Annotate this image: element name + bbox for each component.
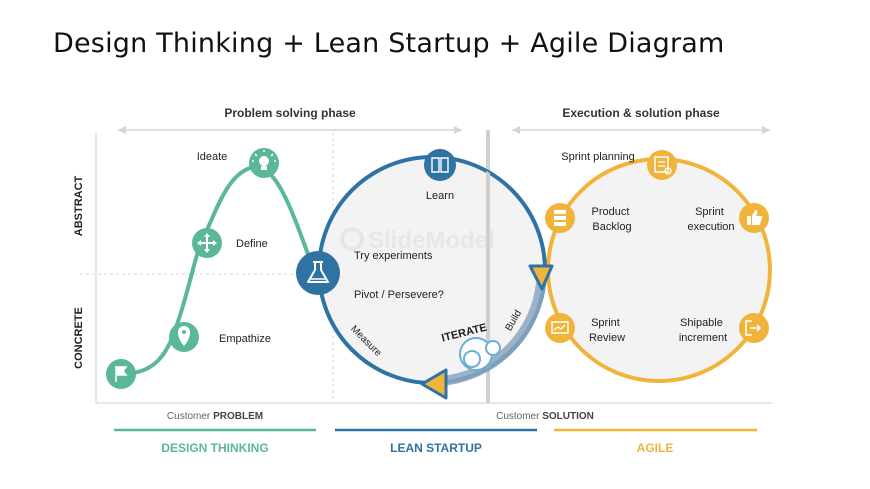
slidemodel-watermark: SlideModel (340, 227, 495, 254)
sprint-review-icon (545, 313, 575, 343)
product-backlog-icon (545, 203, 575, 233)
problem-phase-label: Problem solving phase (224, 106, 356, 120)
define-label: Define (236, 238, 268, 250)
sprint-planning-label: Sprint planning (561, 151, 634, 163)
define-compass-icon (192, 228, 222, 258)
agile-cycle-circle (546, 157, 772, 383)
svg-text:SlideModel: SlideModel (368, 227, 495, 254)
agile-label: AGILE (637, 441, 674, 455)
try-experiments-label: Try experiments (354, 250, 433, 262)
experiment-flask-icon (296, 251, 340, 295)
sprint-review-label: Sprint Review (589, 317, 625, 344)
execution-divider-overlay (486, 157, 490, 383)
shipable-increment-label: Shipable increment (679, 317, 727, 344)
abstract-axis-label: ABSTRACT (73, 175, 85, 236)
iterate-bubbles-icon (459, 337, 501, 371)
design-thinking-curve (119, 165, 315, 376)
concrete-axis-label: CONCRETE (73, 307, 85, 369)
learn-book-icon (424, 149, 456, 181)
start-flag-icon (106, 359, 136, 389)
shipable-increment-exit-icon (739, 313, 769, 343)
problem-phase-arrow (118, 126, 462, 134)
ideate-lightbulb-icon (249, 148, 279, 178)
customer-problem-label: Customer PROBLEM (167, 411, 263, 422)
customer-solution-label: Customer SOLUTION (496, 411, 594, 422)
measure-arrowhead (420, 368, 448, 400)
execution-phase-arrow (512, 126, 770, 134)
ideate-label: Ideate (197, 151, 228, 163)
slide-title: Design Thinking + Lean Startup + Agile D… (53, 28, 725, 59)
lean-startup-label: LEAN STARTUP (390, 441, 482, 455)
sprint-execution-thumbsup-icon (739, 203, 769, 233)
empathize-location-icon (169, 322, 199, 352)
build-arc (440, 282, 546, 386)
empathize-label: Empathize (219, 333, 271, 345)
sprint-planning-icon (647, 150, 677, 180)
build-arrowhead (528, 264, 554, 291)
design-thinking-label: DESIGN THINKING (161, 441, 268, 455)
learn-label: Learn (426, 190, 454, 202)
execution-phase-label: Execution & solution phase (562, 106, 720, 120)
sprint-execution-label: Sprint execution (687, 206, 734, 233)
pivot-persevere-label: Pivot / Persevere? (354, 289, 444, 301)
product-backlog-label: Product Backlog (592, 206, 633, 233)
